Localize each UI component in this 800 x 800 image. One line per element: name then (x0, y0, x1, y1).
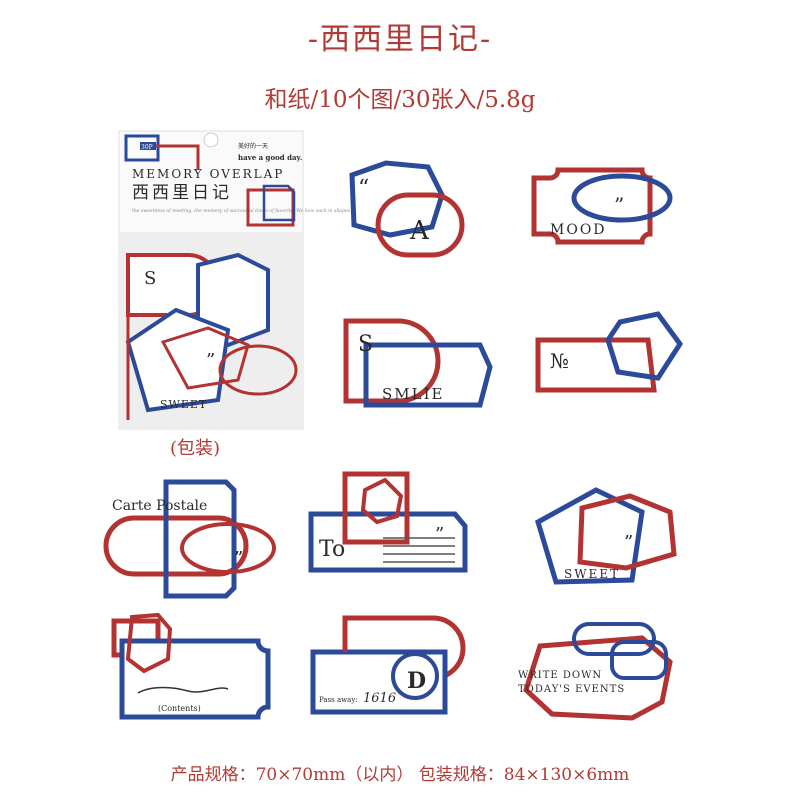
sticker-quote-a: “ A (349, 160, 465, 258)
sticker-3-label: SMLIE (382, 385, 444, 403)
sticker-10-line2: TODAY'S EVENTS (518, 684, 625, 695)
sticker-carte-postale: Carte Postale ” (103, 479, 276, 599)
sticker-6-quote: ” (435, 524, 444, 545)
sticker-7-label: SWEET (564, 567, 620, 581)
sticker-8-label: (Contents) (158, 704, 201, 713)
sticker-4-label: № (550, 349, 569, 373)
package-line2: 西西里日记 (132, 183, 232, 203)
sticker-9-label: Pass away: (319, 696, 358, 704)
sticker-5-label: Carte Postale (112, 498, 207, 514)
sticker-7-quote: ” (624, 532, 633, 553)
sticker-pass-away: Pass away: 1616 D (310, 615, 466, 715)
sticker-1-quote: “ (358, 176, 369, 201)
package-count-badge: 30P (141, 144, 153, 151)
sticker-smlie: S SMLIE (343, 318, 493, 408)
sticker-9-letter: D (407, 668, 426, 694)
package-sticker-sweet: SWEET (160, 398, 207, 411)
sticker-sweet: ” SWEET (535, 487, 677, 585)
sticker-numero: № (535, 311, 684, 393)
package-tag-main: have a good day. (238, 153, 302, 162)
package-sticker-s: S (144, 268, 156, 289)
sticker-5-quote: ” (234, 548, 243, 569)
package-tag-small: 美好的一天 (238, 142, 268, 150)
sticker-write-down: WRITE DOWN TODAY'S EVENTS (518, 622, 673, 721)
package-label: (包装) (170, 438, 221, 459)
svg-text:1616: 1616 (363, 691, 396, 706)
sticker-1-letter: A (409, 216, 430, 246)
sticker-contents: (Contents) (111, 612, 271, 720)
product-subtitle: 和纸/10个图/30张入/5.8g (264, 87, 536, 113)
sticker-to: To ” (308, 471, 468, 573)
sticker-2-label: MOOD (550, 222, 607, 238)
sticker-10-line1: WRITE DOWN (518, 670, 602, 681)
package-image: 30P 美好的一天 have a good day. MEMORY OVERLA… (118, 130, 399, 430)
spec-footer: 产品规格：70×70mm（以内） 包装规格：84×130×6mm (170, 765, 630, 785)
package-sticker-quote: ” (206, 350, 215, 371)
sticker-mood: ” MOOD (531, 167, 673, 245)
sticker-6-label: To (319, 537, 345, 562)
page-title: -西西里日记- (307, 22, 493, 57)
sticker-2-quote: ” (614, 193, 624, 217)
package-line1: MEMORY OVERLAP (132, 167, 284, 181)
package-scribble: the sweetness of meeting, the memory of … (132, 208, 399, 214)
sticker-3-letter: S (358, 332, 373, 357)
